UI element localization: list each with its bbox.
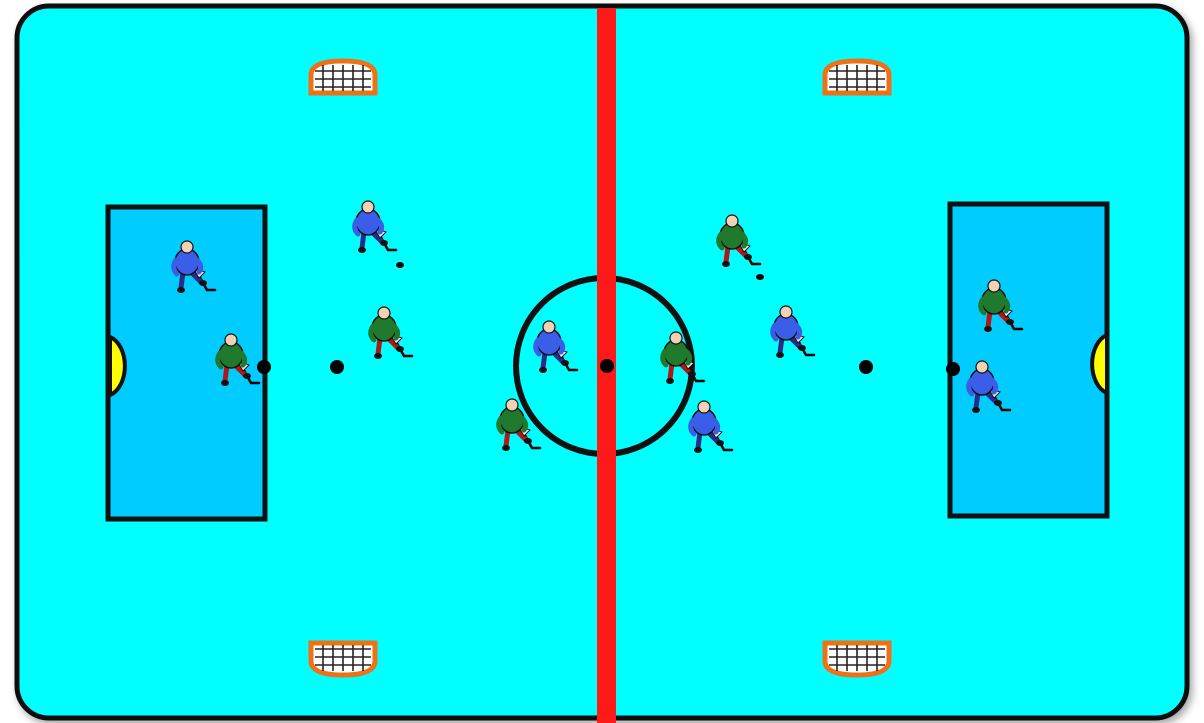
center-faceoff-dot — [600, 359, 614, 373]
faceoff-dot — [330, 360, 344, 374]
faceoff-dot — [946, 362, 960, 376]
puck — [396, 262, 404, 268]
goal-net-bottom-right-icon — [825, 643, 889, 675]
puck — [756, 274, 764, 280]
goal-net-top-right-icon — [825, 61, 889, 93]
goal-net-top-left-icon — [311, 61, 375, 93]
goal-net-bottom-left-icon — [311, 643, 375, 675]
faceoff-dot — [859, 360, 873, 374]
right-zone-box — [950, 204, 1107, 516]
faceoff-dot — [257, 360, 271, 374]
